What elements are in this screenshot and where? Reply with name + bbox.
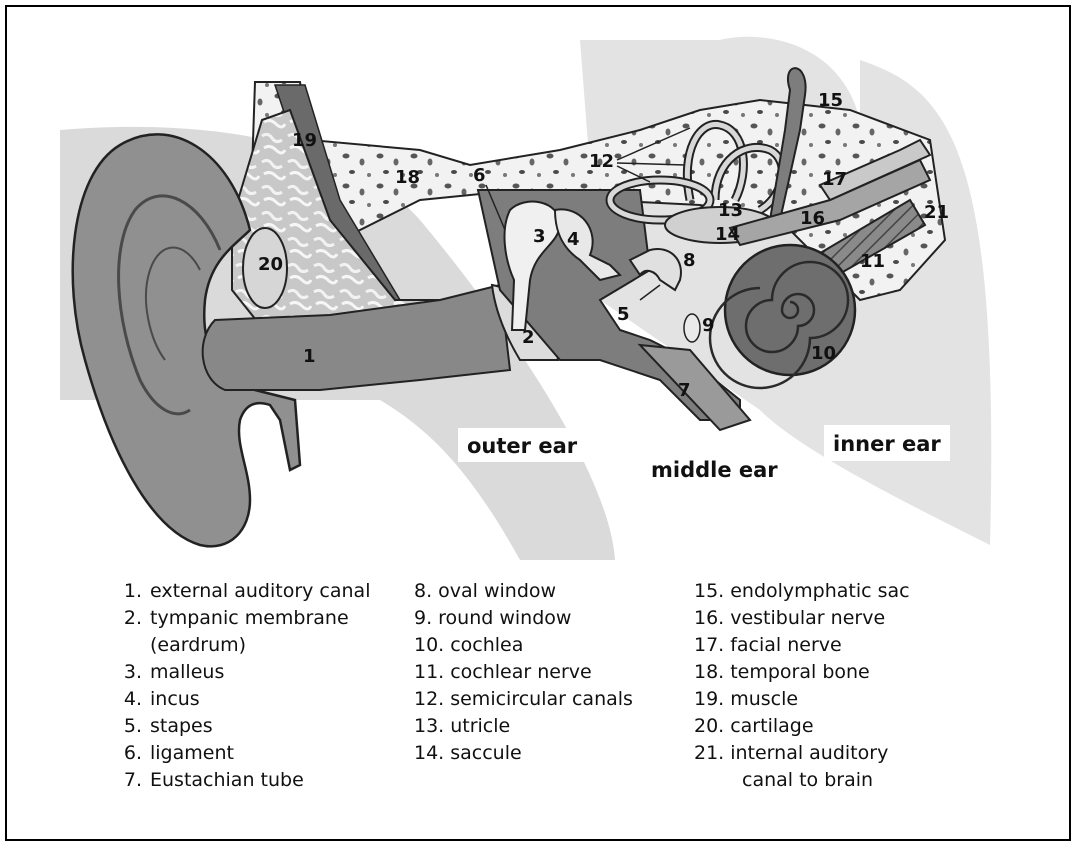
legend-item: 17.facial nerve [694, 632, 910, 659]
legend-item: 19.muscle [694, 686, 910, 713]
callout-21: 21 [924, 202, 949, 223]
legend-item: 14.saccule [414, 740, 633, 767]
callout-14: 14 [715, 224, 740, 245]
legend-item: 9.round window [414, 605, 633, 632]
callout-4: 4 [567, 229, 580, 250]
callout-19: 19 [292, 130, 317, 151]
legend-item: 20.cartilage [694, 713, 910, 740]
legend-item: 7.Eustachian tube [112, 767, 370, 794]
callout-2: 2 [522, 327, 535, 348]
legend-item: 1.external auditory canal [112, 578, 370, 605]
legend: 1.external auditory canal 2.tympanic mem… [112, 578, 1012, 818]
legend-item: 16.vestibular nerve [694, 605, 910, 632]
callout-17: 17 [822, 169, 847, 190]
callout-7: 7 [678, 380, 691, 401]
callout-10: 10 [811, 343, 836, 364]
callout-15: 15 [818, 90, 843, 111]
callout-20: 20 [258, 254, 283, 275]
callout-16: 16 [800, 208, 825, 229]
outer-ear-label: outer ear [467, 434, 578, 458]
round-window [684, 314, 700, 342]
legend-item: 2.tympanic membrane(eardrum) [112, 605, 370, 659]
legend-column-2: 8.oval window 9.round window 10.cochlea … [414, 578, 633, 767]
legend-item: 8.oval window [414, 578, 633, 605]
legend-item: 6.ligament [112, 740, 370, 767]
callout-18: 18 [395, 167, 420, 188]
callout-12: 12 [589, 151, 614, 172]
legend-item: 15.endolymphatic sac [694, 578, 910, 605]
legend-column-1: 1.external auditory canal 2.tympanic mem… [112, 578, 370, 794]
legend-item: 3.malleus [112, 659, 370, 686]
legend-item: 5.stapes [112, 713, 370, 740]
callout-3: 3 [533, 226, 546, 247]
callout-11: 11 [860, 251, 885, 272]
legend-column-3: 15.endolymphatic sac 16.vestibular nerve… [694, 578, 910, 794]
legend-item: 18.temporal bone [694, 659, 910, 686]
callout-13: 13 [718, 200, 743, 221]
legend-item: 12.semicircular canals [414, 686, 633, 713]
legend-item: 11.cochlear nerve [414, 659, 633, 686]
callout-8: 8 [683, 250, 696, 271]
callout-1: 1 [303, 346, 316, 367]
callout-6: 6 [473, 165, 486, 186]
middle-ear-label: middle ear [651, 458, 778, 482]
inner-ear-label: inner ear [833, 432, 941, 456]
legend-item: 13.utricle [414, 713, 633, 740]
legend-item: 10.cochlea [414, 632, 633, 659]
legend-item: 4.incus [112, 686, 370, 713]
callout-5: 5 [617, 304, 630, 325]
callout-9: 9 [702, 315, 715, 336]
